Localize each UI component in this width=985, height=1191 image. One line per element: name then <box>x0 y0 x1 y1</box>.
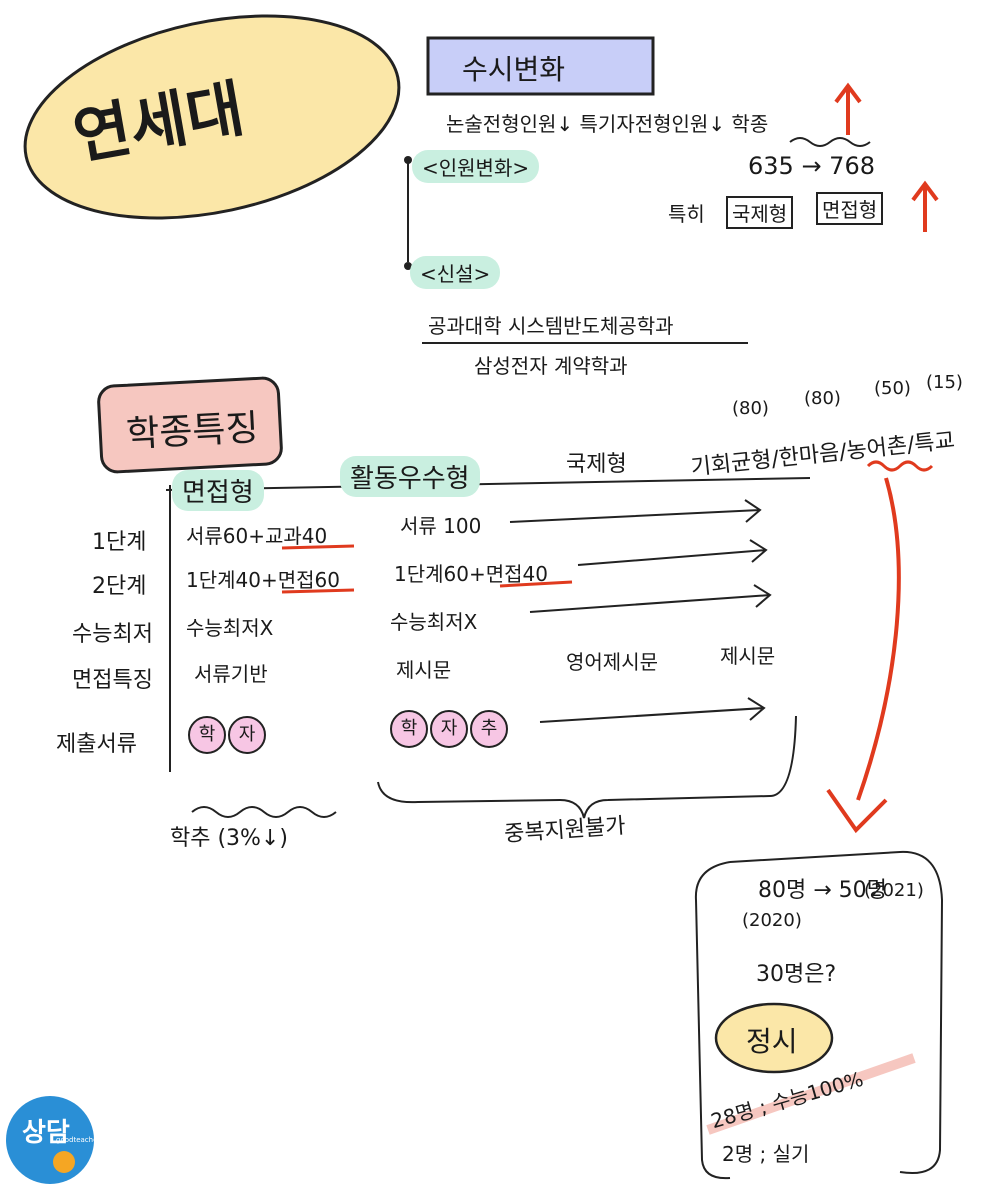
cell-col2: 수능최저X <box>390 610 478 634</box>
jeongsi-line2: 2명 ; 실기 <box>722 1142 810 1166</box>
row-label: 수능최저 <box>72 622 153 647</box>
red-squiggle <box>866 460 934 472</box>
red-curve-arrow <box>856 477 901 801</box>
up-arrow-icon <box>911 180 939 232</box>
squiggle-underline <box>191 806 337 818</box>
box-myeonjeop: 면접형 <box>816 192 884 225</box>
cell-col1: 수능최저X <box>186 616 274 640</box>
jeongsi-oval <box>714 1002 834 1074</box>
new-line2: 삼성전자 계약학과 <box>474 354 628 378</box>
right-box-outline <box>694 850 944 1180</box>
jeongsi-label: 정시 <box>746 1025 798 1058</box>
section-box <box>97 376 283 474</box>
question: 30명은? <box>756 962 837 987</box>
timeline-dot <box>404 156 412 164</box>
row-label: 2단계 <box>92 574 147 599</box>
box-gukje: 국제형 <box>726 196 794 229</box>
squiggle-underline <box>789 137 871 147</box>
quota-change: 80명 → 50명 <box>758 878 887 903</box>
especially-label: 특히 <box>668 202 705 226</box>
section-title: 학종특징 <box>125 407 260 456</box>
doc-circle: 자 <box>430 710 468 748</box>
count-change: 635 → 768 <box>748 152 875 180</box>
quota: (80) <box>804 388 841 409</box>
doc-circle: 학 <box>188 716 226 754</box>
cell-col2: 서류 100 <box>400 514 482 538</box>
cell-col1: 서류60+교과40 <box>186 524 328 548</box>
row-label: 1단계 <box>92 530 147 555</box>
red-underline <box>281 588 355 594</box>
arrow-icon <box>577 539 768 566</box>
row-label: 제출서류 <box>56 732 137 757</box>
table-header-line <box>165 477 811 491</box>
red-underline <box>499 580 573 588</box>
quota: (15) <box>926 372 963 393</box>
arrow-icon <box>509 499 762 523</box>
brace <box>377 715 797 819</box>
doc-circle: 추 <box>470 710 508 748</box>
logo-small-text: goodteacher <box>56 1136 101 1144</box>
red-underline <box>281 544 355 550</box>
up-arrow-icon <box>834 82 862 135</box>
cell-col1: 서류기반 <box>194 662 268 686</box>
col-header-interview: 면접형 <box>172 470 264 511</box>
new-line1: 공과대학 시스템반도체공학과 <box>428 314 674 338</box>
pink-highlight <box>706 1053 916 1135</box>
col-header-special: 특교 <box>913 428 957 458</box>
header-title: 수시변화 <box>462 53 566 86</box>
arrow-icon <box>529 584 772 613</box>
cell-col2: 1단계60+면접40 <box>394 562 548 586</box>
row-label: 면접특징 <box>72 668 153 693</box>
note-hakchu: 학추 (3%↓) <box>170 826 288 851</box>
cell-col1: 1단계40+면접60 <box>186 568 340 592</box>
cell-col4-interview: 제시문 <box>720 644 776 668</box>
year-2021: (2021) <box>864 880 924 901</box>
red-arrowhead-icon <box>826 788 888 834</box>
quota: (50) <box>874 378 911 399</box>
col-header-international: 국제형 <box>566 452 627 477</box>
logo-text: 상담 <box>22 1118 70 1148</box>
quota: (80) <box>732 398 769 419</box>
cell-col3-interview: 영어제시문 <box>566 650 658 674</box>
header-box <box>426 36 655 96</box>
new-label: <신설> <box>410 256 501 289</box>
arrow-icon <box>539 697 766 723</box>
logo-dot <box>53 1151 75 1173</box>
inwon-label: <인원변화> <box>412 150 540 183</box>
doc-circle: 자 <box>228 716 266 754</box>
title-ellipse <box>23 14 401 220</box>
cell-col2: 제시문 <box>396 658 452 682</box>
col-header-activity: 활동우수형 <box>340 456 480 497</box>
doc-circle: 학 <box>390 710 428 748</box>
col-header-rural: 농어촌 <box>845 433 909 465</box>
year-2020: (2020) <box>742 910 802 931</box>
col-header-hanmaeum: 한마음 <box>777 440 841 472</box>
change-line: 논술전형인원↓ 특기자전형인원↓ 학종 <box>446 112 769 136</box>
